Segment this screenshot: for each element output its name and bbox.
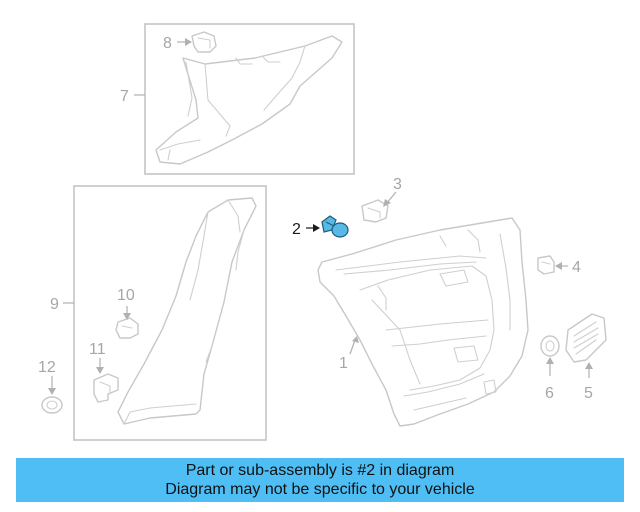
part-12-grommet[interactable] <box>41 396 63 414</box>
callout-12: 12 <box>38 359 56 376</box>
part-9-pillar-trim[interactable] <box>117 197 257 425</box>
part-11-bracket[interactable] <box>93 373 119 403</box>
pillar-trim-group-box <box>73 185 267 441</box>
part-8-clip[interactable] <box>191 31 217 53</box>
callout-2: 2 <box>292 221 301 238</box>
callout-9: 9 <box>50 296 59 313</box>
callout-6: 6 <box>545 385 554 402</box>
banner-line-1: Part or sub-assembly is #2 in diagram <box>185 462 455 479</box>
callout-3: 3 <box>393 176 402 193</box>
banner-line-2: Diagram may not be specific to your vehi… <box>165 481 475 498</box>
callout-8: 8 <box>163 35 172 52</box>
callout-5: 5 <box>584 385 593 402</box>
part-3-bracket[interactable] <box>361 199 389 223</box>
part-6-grommet[interactable] <box>540 335 560 357</box>
part-5-vent-grille[interactable] <box>565 313 607 363</box>
callout-11: 11 <box>89 341 106 358</box>
callout-10: 10 <box>117 287 135 304</box>
part-2-clip-highlighted[interactable] <box>321 215 349 238</box>
part-7-upper-quarter-trim[interactable] <box>155 35 343 165</box>
part-10-clip[interactable] <box>115 317 139 339</box>
part-1-quarter-trim-panel[interactable] <box>317 217 529 427</box>
callout-1: 1 <box>339 355 348 372</box>
upper-trim-group-box <box>144 23 355 175</box>
callout-4: 4 <box>572 259 581 276</box>
callout-7: 7 <box>120 88 129 105</box>
info-banner: Part or sub-assembly is #2 in diagram Di… <box>16 458 624 502</box>
part-4-clip[interactable] <box>537 255 555 275</box>
parts-diagram: 8 7 10 11 9 12 3 <box>38 23 607 441</box>
